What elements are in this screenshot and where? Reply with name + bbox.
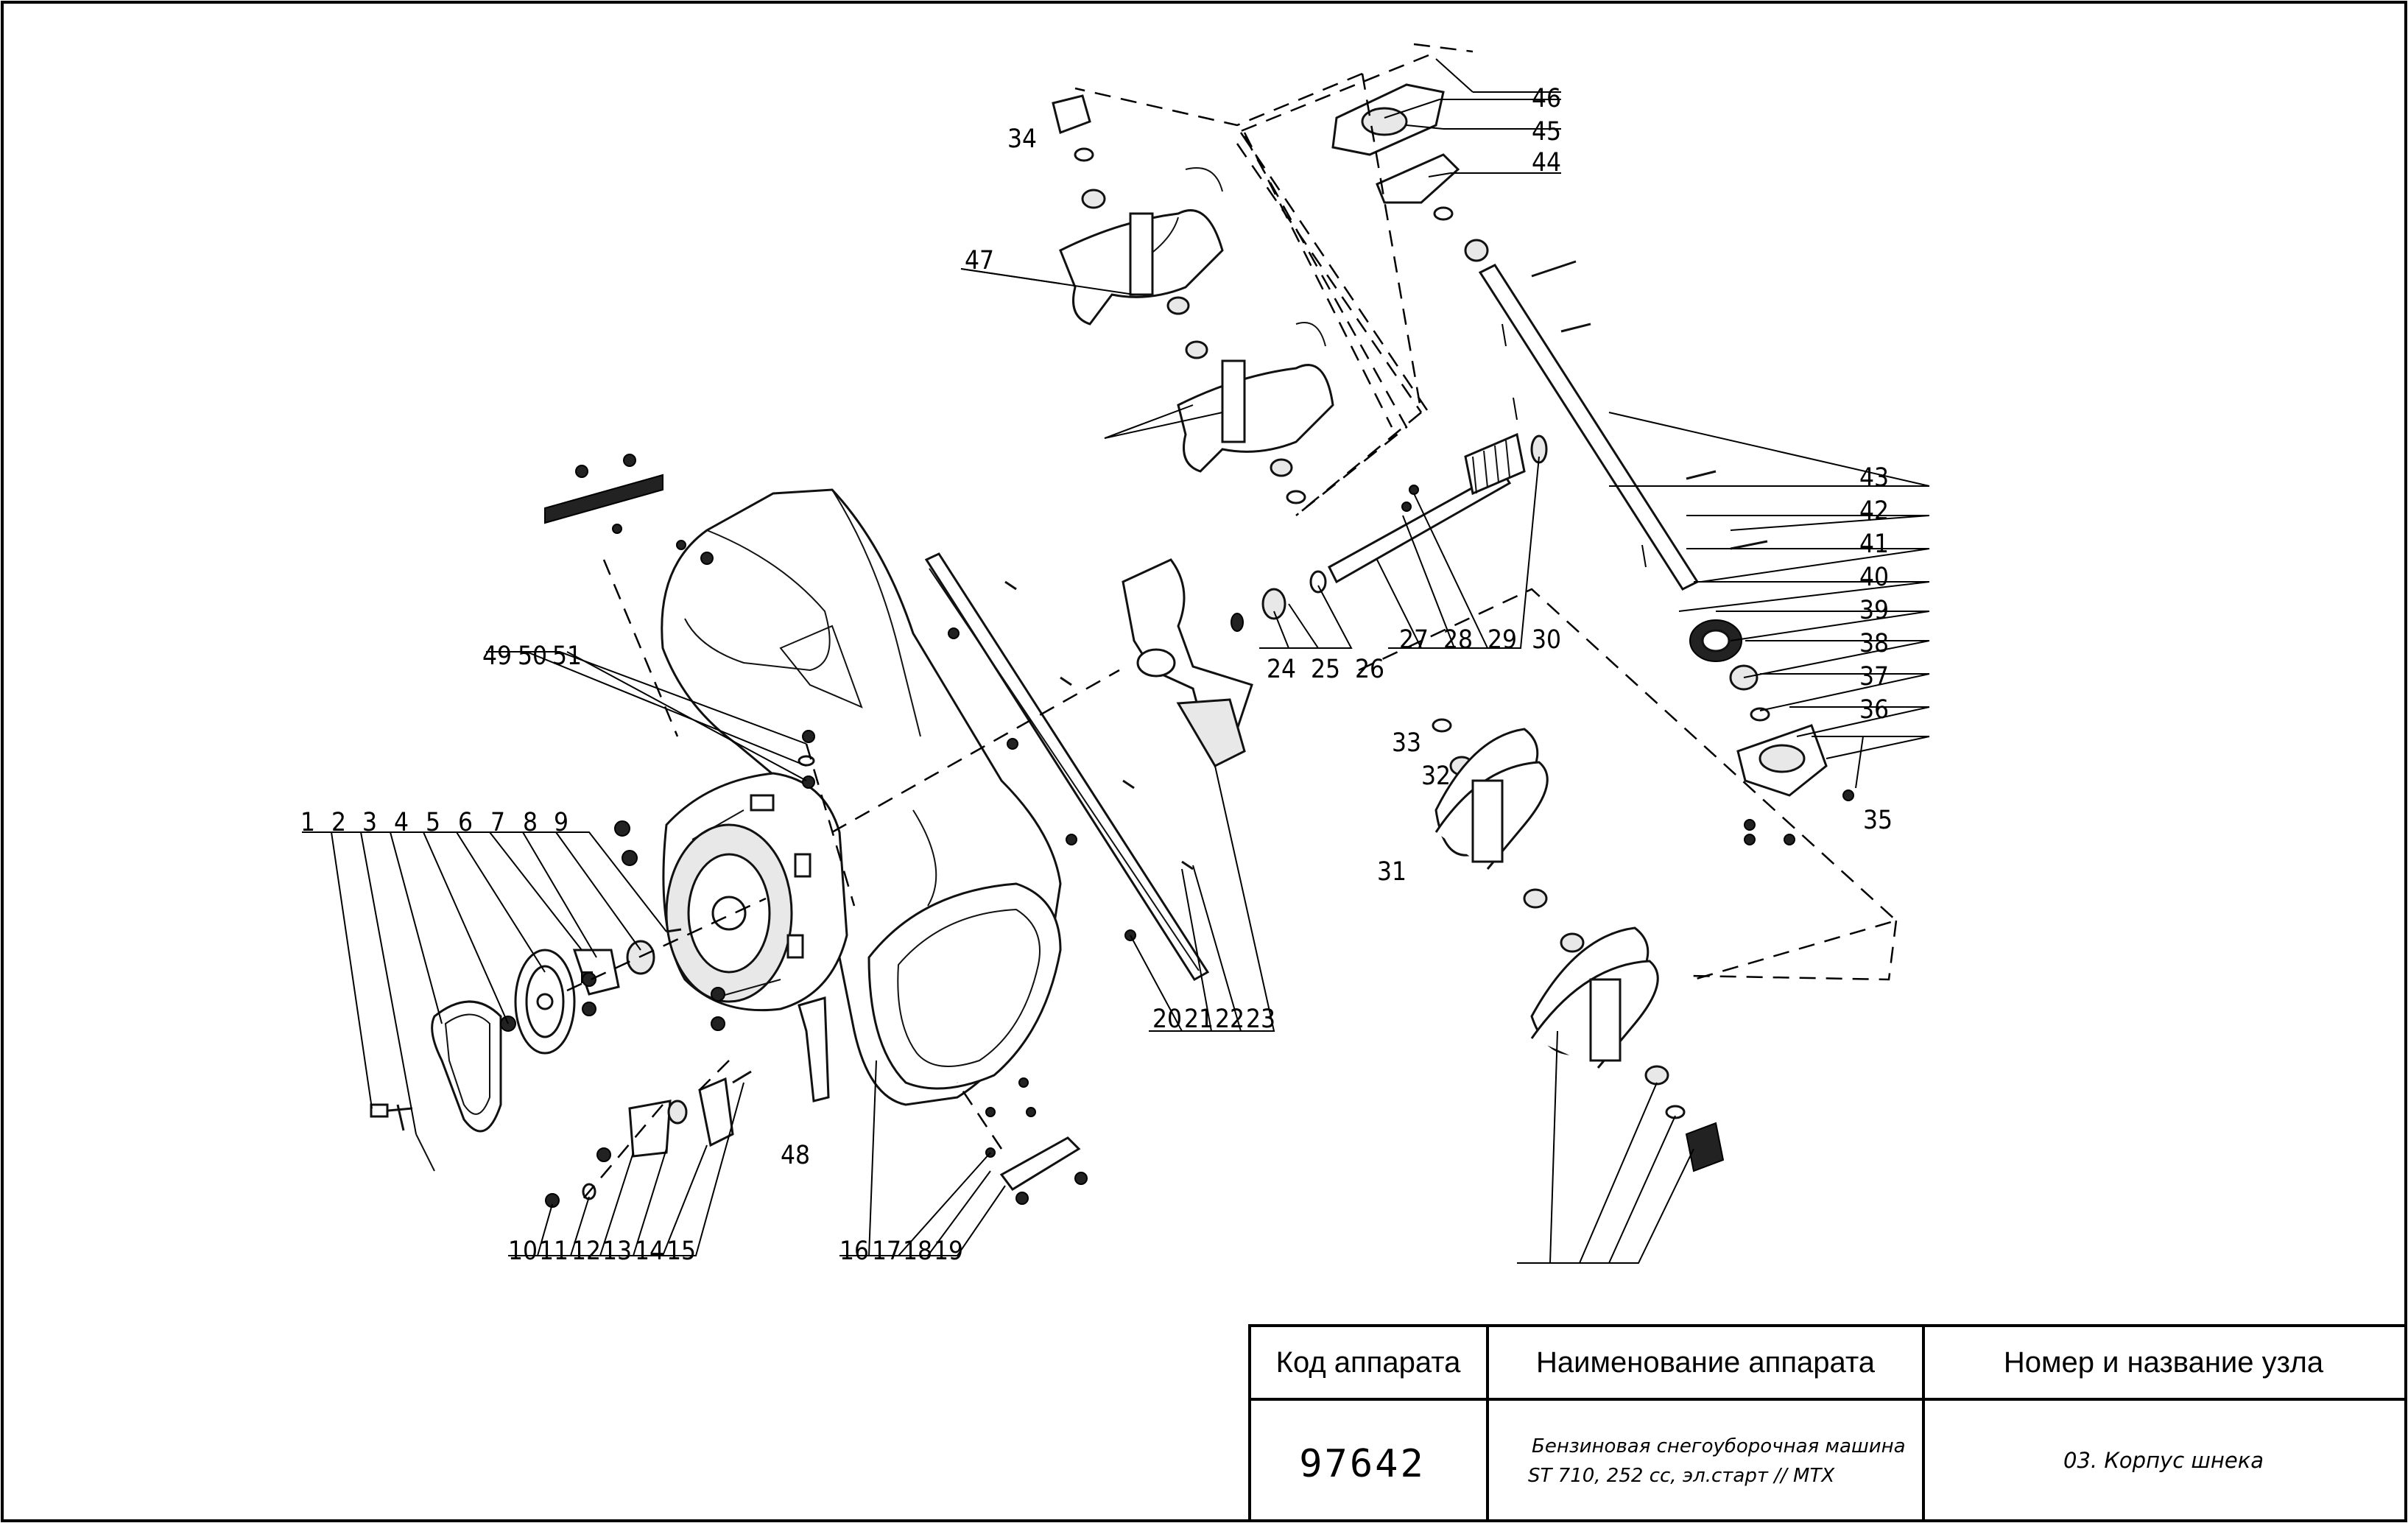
- auger-shaft-assembly: [1331, 83, 1854, 845]
- callout-30: 30: [1532, 625, 1561, 655]
- callout-13: 13: [602, 1237, 632, 1266]
- leader-lines: [302, 58, 1930, 1264]
- callout-7: 7: [490, 808, 505, 837]
- callout-5: 5: [426, 808, 440, 837]
- callout-12: 12: [571, 1237, 601, 1266]
- callout-43: 43: [1859, 463, 1889, 493]
- callout-20: 20: [1152, 1005, 1182, 1034]
- callout-51: 51: [552, 641, 582, 671]
- callout-40: 40: [1859, 563, 1889, 592]
- code-header: Код аппарата: [1276, 1346, 1461, 1379]
- assembly-boundaries: [566, 43, 1898, 1201]
- scraper-bar: [924, 552, 1210, 981]
- device-code: 97642: [1299, 1442, 1426, 1486]
- callout-28: 28: [1443, 625, 1473, 655]
- callout-18: 18: [903, 1237, 932, 1266]
- callout-44: 44: [1532, 148, 1561, 177]
- left-drive-parts: [370, 454, 1088, 1208]
- callout-41: 41: [1859, 530, 1889, 559]
- callout-14: 14: [635, 1237, 664, 1266]
- callout-9: 9: [554, 808, 568, 837]
- callout-48: 48: [781, 1141, 810, 1170]
- impeller: [1122, 558, 1253, 767]
- callout-25: 25: [1311, 655, 1340, 684]
- callout-17: 17: [872, 1237, 901, 1266]
- worm-shaft: [1231, 432, 1548, 632]
- callout-23: 23: [1246, 1005, 1275, 1034]
- callout-49: 49: [482, 641, 512, 671]
- callout-3: 3: [362, 808, 377, 837]
- callout-15: 15: [666, 1237, 696, 1266]
- callout-45: 45: [1532, 117, 1561, 147]
- callout-21: 21: [1184, 1005, 1214, 1034]
- callout-38: 38: [1859, 629, 1889, 658]
- callout-1: 1: [300, 808, 315, 837]
- callout-50: 50: [518, 641, 547, 671]
- device-name-line1: Бензиновая снегоуборочная машина: [1532, 1435, 1906, 1457]
- callout-6: 6: [458, 808, 473, 837]
- callout-47: 47: [965, 246, 994, 275]
- callout-36: 36: [1859, 695, 1889, 725]
- node-header: Номер и название узла: [2004, 1346, 2324, 1379]
- lower-auger-assembly: [1432, 718, 1725, 1172]
- upper-auger-assembly: [1052, 94, 1334, 504]
- callout-8: 8: [523, 808, 538, 837]
- callout-24: 24: [1267, 655, 1296, 684]
- title-block: Код аппарата Наименование аппарата Номер…: [1248, 1324, 2407, 1522]
- callout-2: 2: [331, 808, 346, 837]
- callout-37: 37: [1859, 662, 1889, 692]
- callout-29: 29: [1488, 625, 1517, 655]
- node-name: 03. Корпус шнека: [2063, 1448, 2264, 1473]
- callout-33: 33: [1392, 728, 1421, 758]
- name-header: Наименование аппарата: [1536, 1346, 1876, 1379]
- callout-27: 27: [1399, 625, 1429, 655]
- callout-22: 22: [1215, 1005, 1245, 1034]
- device-name-line2: ST 710, 252 cc, эл.старт // MTX: [1528, 1465, 1835, 1487]
- auger-housing: [661, 488, 1062, 1106]
- callout-19: 19: [934, 1237, 963, 1266]
- callout-26: 26: [1355, 655, 1384, 684]
- callout-35: 35: [1863, 806, 1893, 835]
- callout-11: 11: [539, 1237, 568, 1266]
- callout-4: 4: [394, 808, 409, 837]
- callout-34: 34: [1007, 124, 1037, 154]
- callout-10: 10: [508, 1237, 538, 1266]
- callout-labels: 1 2 3 4 5 6 7 8 9 10 11 12 13 14 15 16 1…: [300, 84, 1893, 1266]
- callout-42: 42: [1859, 496, 1889, 526]
- callout-46: 46: [1532, 84, 1561, 113]
- callout-31: 31: [1377, 857, 1407, 887]
- callout-16: 16: [839, 1237, 869, 1266]
- callout-32: 32: [1421, 762, 1451, 791]
- callout-39: 39: [1859, 596, 1889, 625]
